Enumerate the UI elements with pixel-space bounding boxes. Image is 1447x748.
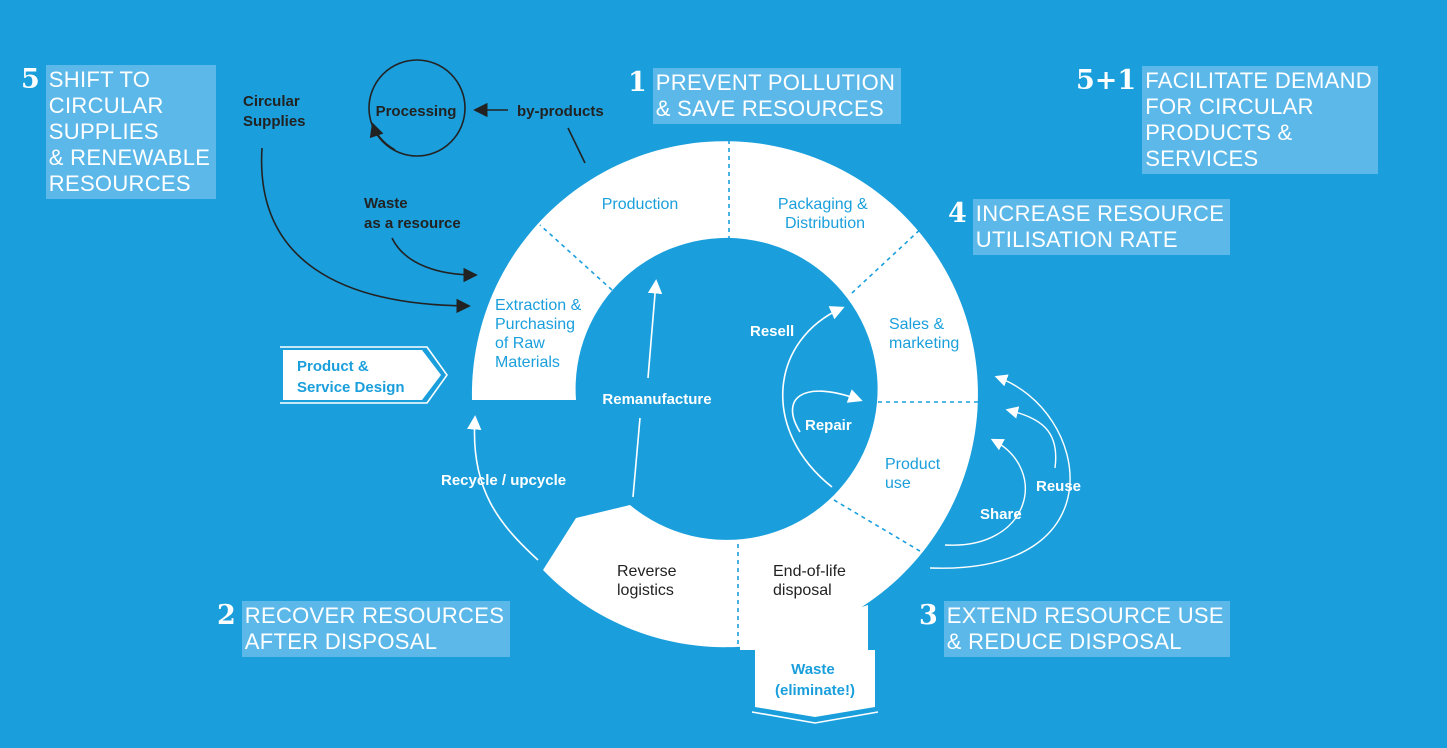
strategy-number: 1 xyxy=(628,67,647,98)
design-tag-label: Product & Service Design xyxy=(297,358,405,396)
segment-end-of-life: End-of-life disposal xyxy=(773,563,850,599)
share-arrow xyxy=(944,438,1026,546)
waste-tag-stem xyxy=(740,605,868,650)
reuse-arrow-outer xyxy=(929,374,1071,569)
strategy-3: 3 EXTEND RESOURCE USE & REDUCE DISPOSAL xyxy=(919,601,1230,657)
reuse-label: Reuse xyxy=(1036,478,1081,495)
waste-tag xyxy=(755,650,875,717)
design-tag xyxy=(283,350,441,400)
strategy-number: 5 xyxy=(21,64,40,95)
strategy-line: INCREASE RESOURCE xyxy=(975,201,1225,226)
strategy-line: FACILITATE DEMAND xyxy=(1145,68,1372,93)
strategy-5: 5 SHIFT TO CIRCULAR SUPPLIES & RENEWABLE… xyxy=(21,64,217,199)
waste-as-resource-arrow xyxy=(391,237,478,283)
strategy-line: SUPPLIES xyxy=(48,119,159,144)
strategy-1: 1 PREVENT POLLUTION & SAVE RESOURCES xyxy=(628,67,902,124)
processing-loop-arrow xyxy=(369,122,396,151)
strategy-text: RECOVER RESOURCES AFTER DISPOSAL xyxy=(241,601,511,657)
repair-arrow xyxy=(791,389,863,433)
waste-tag-label: Waste (eliminate!) xyxy=(775,661,855,699)
remanufacture-arrow-up xyxy=(647,279,663,379)
strategy-line: EXTEND RESOURCE USE xyxy=(946,603,1224,628)
segment-extraction: Extraction & Purchasing of Raw Materials xyxy=(495,297,586,371)
strategy-5-plus-1: 5+1 FACILITATE DEMAND FOR CIRCULAR PRODU… xyxy=(1076,66,1378,174)
reverse-logistics-notch xyxy=(543,505,630,570)
circular-supplies-label: Circular Supplies xyxy=(243,93,306,130)
recycle-label: Recycle / upcycle xyxy=(441,472,566,489)
strategy-line: PREVENT POLLUTION xyxy=(655,70,896,95)
strategy-line: & RENEWABLE xyxy=(48,145,211,170)
strategy-4: 4 INCREASE RESOURCE UTILISATION RATE xyxy=(948,198,1231,255)
strategy-line: SERVICES xyxy=(1145,146,1259,171)
segment-production: Production xyxy=(602,196,679,213)
processing-loop xyxy=(368,59,466,157)
strategy-text: SHIFT TO CIRCULAR SUPPLIES & RENEWABLE R… xyxy=(45,65,217,199)
strategy-line: UTILISATION RATE xyxy=(975,227,1178,252)
recycle-arrow xyxy=(467,415,539,561)
lifecycle-ring xyxy=(471,141,978,648)
by-products-label: by-products xyxy=(517,103,604,120)
strategy-line: RESOURCES xyxy=(48,171,191,196)
strategy-number: 3 xyxy=(919,600,938,631)
strategy-line: CIRCULAR xyxy=(48,93,164,118)
production-to-byproducts-line xyxy=(567,127,586,164)
segment-packaging: Packaging & Distribution xyxy=(778,196,872,232)
waste-tag-outline xyxy=(751,711,879,724)
remanufacture-label: Remanufacture xyxy=(602,391,711,408)
strategy-2: 2 RECOVER RESOURCES AFTER DISPOSAL xyxy=(217,600,511,657)
strategy-line: & SAVE RESOURCES xyxy=(655,96,884,121)
resell-arrow xyxy=(781,306,845,488)
strategy-line: SHIFT TO xyxy=(48,67,151,92)
segment-reverse-logistics: Reverse logistics xyxy=(617,563,681,599)
strategy-line: FOR CIRCULAR xyxy=(1145,94,1314,119)
remanufacture-line-down xyxy=(632,417,641,498)
share-label: Share xyxy=(980,506,1022,523)
strategy-number: 2 xyxy=(217,600,236,631)
strategy-number: 4 xyxy=(948,198,967,229)
strategy-text: FACILITATE DEMAND FOR CIRCULAR PRODUCTS … xyxy=(1142,66,1378,174)
strategy-text: EXTEND RESOURCE USE & REDUCE DISPOSAL xyxy=(943,601,1230,657)
resell-label: Resell xyxy=(750,323,794,340)
processing-label: Processing xyxy=(376,103,457,120)
strategy-line: RECOVER RESOURCES xyxy=(244,603,505,628)
strategy-line: & REDUCE DISPOSAL xyxy=(946,629,1182,654)
segment-dividers xyxy=(539,140,980,648)
strategy-line: PRODUCTS & xyxy=(1145,120,1293,145)
circular-supplies-arrow xyxy=(260,147,471,314)
strategy-line: AFTER DISPOSAL xyxy=(244,629,438,654)
repair-label: Repair xyxy=(805,417,852,434)
strategy-number: 5+1 xyxy=(1076,65,1137,96)
waste-as-resource-label: Waste as a resource xyxy=(364,195,461,232)
segment-sales: Sales & marketing xyxy=(889,316,959,352)
reuse-arrow-inner xyxy=(1005,406,1057,469)
segment-product-use: Product use xyxy=(885,456,945,492)
strategy-text: PREVENT POLLUTION & SAVE RESOURCES xyxy=(652,68,902,124)
strategy-text: INCREASE RESOURCE UTILISATION RATE xyxy=(972,199,1231,255)
design-tag-outline xyxy=(280,346,448,404)
